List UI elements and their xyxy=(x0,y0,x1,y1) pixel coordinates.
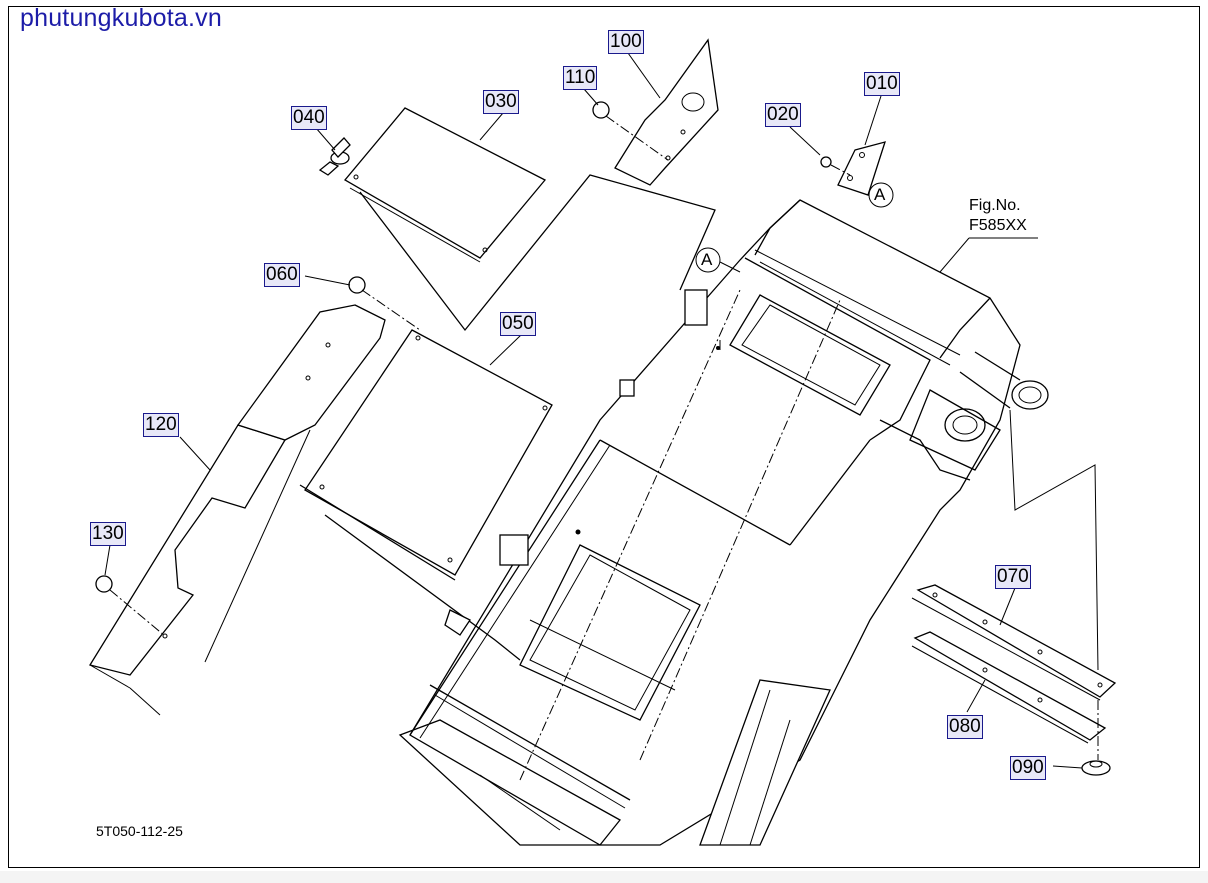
part-020-bolt xyxy=(820,156,851,176)
main-frame-drawing xyxy=(398,199,1049,846)
callout-020[interactable]: 020 xyxy=(765,103,801,127)
callout-040[interactable]: 040 xyxy=(291,106,327,130)
callout-100[interactable]: 100 xyxy=(608,30,644,54)
part-080-rail xyxy=(911,631,1107,760)
callout-030[interactable]: 030 xyxy=(483,90,519,114)
bottom-strip xyxy=(0,871,1208,883)
reference-letter-a-upper: A xyxy=(874,185,886,204)
callout-120[interactable]: 120 xyxy=(143,413,179,437)
callout-110[interactable]: 110 xyxy=(563,66,598,90)
callout-060[interactable]: 060 xyxy=(264,263,300,287)
callout-130[interactable]: 130 xyxy=(90,522,126,546)
diagram-code: 5T050-112-25 xyxy=(96,823,183,839)
part-030-cover xyxy=(344,107,716,332)
figure-number: F585XX xyxy=(969,217,1027,234)
callout-070[interactable]: 070 xyxy=(995,565,1031,589)
diagram-frame xyxy=(8,6,1200,868)
part-050-plate xyxy=(299,329,553,661)
part-100-bracket xyxy=(614,38,719,186)
part-130-bolt xyxy=(95,575,166,637)
reference-marker-a-upper xyxy=(868,182,894,208)
watermark: phutungkubota.vn xyxy=(20,4,222,32)
reference-marker-a-left xyxy=(695,247,721,273)
reference-letter-a-left: A xyxy=(701,250,713,269)
callout-050[interactable]: 050 xyxy=(500,312,536,336)
part-040-wingnut xyxy=(318,137,351,176)
part-060-bolt xyxy=(348,276,421,331)
part-120-panel xyxy=(88,304,386,716)
callout-090[interactable]: 090 xyxy=(1010,756,1046,780)
part-010-bracket xyxy=(837,141,886,196)
callout-080[interactable]: 080 xyxy=(947,715,983,739)
leader-lines xyxy=(104,52,1099,769)
part-070-rail xyxy=(911,584,1117,701)
part-110-bolt xyxy=(592,101,669,161)
part-090-grommet xyxy=(1081,760,1111,776)
callout-010[interactable]: 010 xyxy=(864,72,900,96)
figure-reference: Fig.No. F585XX xyxy=(969,196,1027,236)
figure-label: Fig.No. xyxy=(969,197,1021,214)
